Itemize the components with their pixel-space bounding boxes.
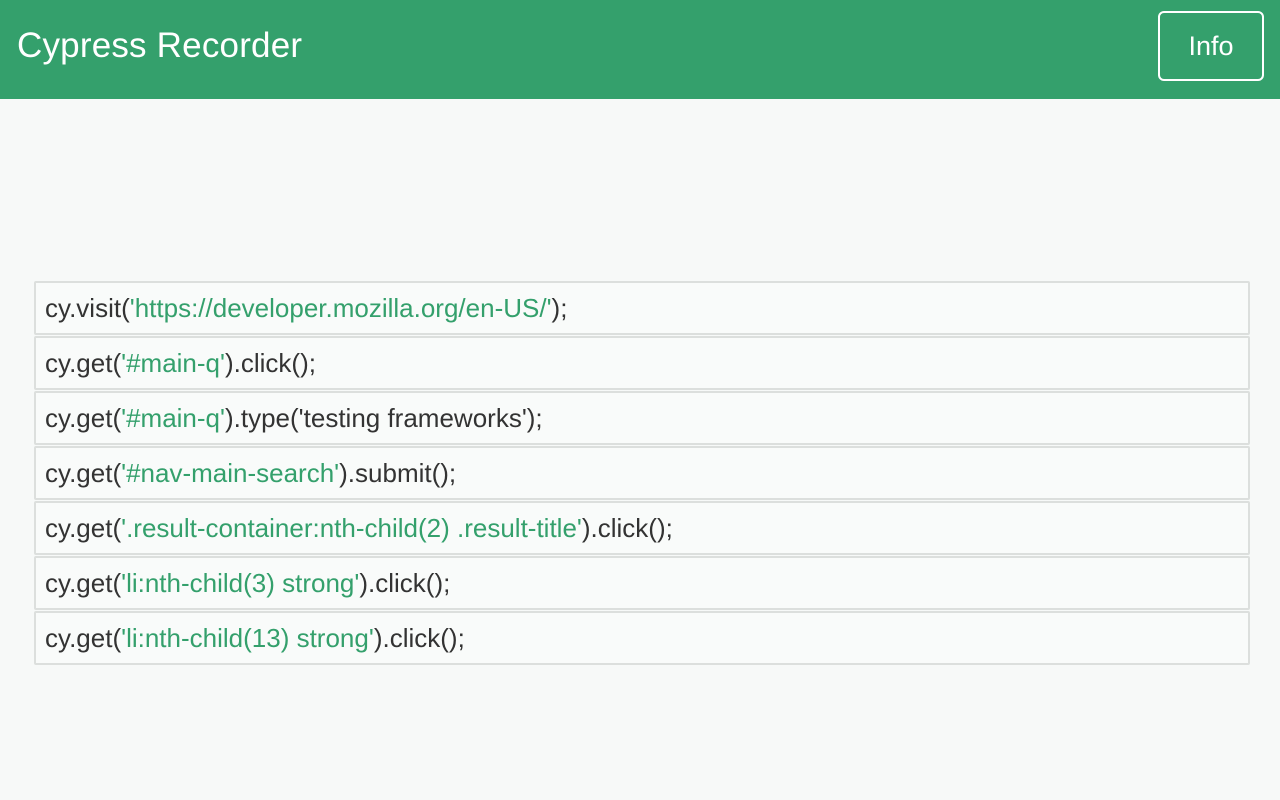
code-suffix: ).click();: [224, 348, 316, 378]
code-line: cy.get('#main-q').click();: [34, 336, 1250, 390]
code-line: cy.get('#nav-main-search').submit();: [34, 446, 1250, 500]
code-prefix: cy.get(: [45, 568, 122, 598]
code-prefix: cy.get(: [45, 458, 122, 488]
code-prefix: cy.get(: [45, 623, 122, 653]
code-string-arg: '#main-q': [121, 403, 225, 433]
app-title: Cypress Recorder: [17, 26, 303, 65]
code-suffix: ).click();: [581, 513, 673, 543]
code-suffix: ).submit();: [339, 458, 457, 488]
code-suffix: );: [551, 293, 568, 323]
code-prefix: cy.visit(: [45, 293, 130, 323]
code-line: cy.get('li:nth-child(13) strong').click(…: [34, 611, 1250, 665]
code-line: cy.get('#main-q').type('testing framewor…: [34, 391, 1250, 445]
code-prefix: cy.get(: [45, 348, 122, 378]
code-line: cy.get('.result-container:nth-child(2) .…: [34, 501, 1250, 555]
code-suffix: ).click();: [373, 623, 465, 653]
code-string-arg: 'li:nth-child(13) strong': [121, 623, 374, 653]
code-prefix: cy.get(: [45, 403, 122, 433]
code-line: cy.get('li:nth-child(3) strong').click()…: [34, 556, 1250, 610]
app-header: Cypress Recorder Info: [0, 0, 1280, 99]
recorded-commands-list: cy.visit('https://developer.mozilla.org/…: [34, 281, 1250, 666]
code-string-arg: '#nav-main-search': [121, 458, 340, 488]
info-button[interactable]: Info: [1158, 11, 1264, 81]
code-string-arg: 'https://developer.mozilla.org/en-US/': [129, 293, 552, 323]
code-suffix: ).type('testing frameworks');: [224, 403, 543, 433]
code-string-arg: '#main-q': [121, 348, 225, 378]
code-string-arg: 'li:nth-child(3) strong': [121, 568, 360, 598]
code-line: cy.visit('https://developer.mozilla.org/…: [34, 281, 1250, 335]
code-suffix: ).click();: [359, 568, 451, 598]
code-prefix: cy.get(: [45, 513, 122, 543]
code-string-arg: '.result-container:nth-child(2) .result-…: [121, 513, 582, 543]
